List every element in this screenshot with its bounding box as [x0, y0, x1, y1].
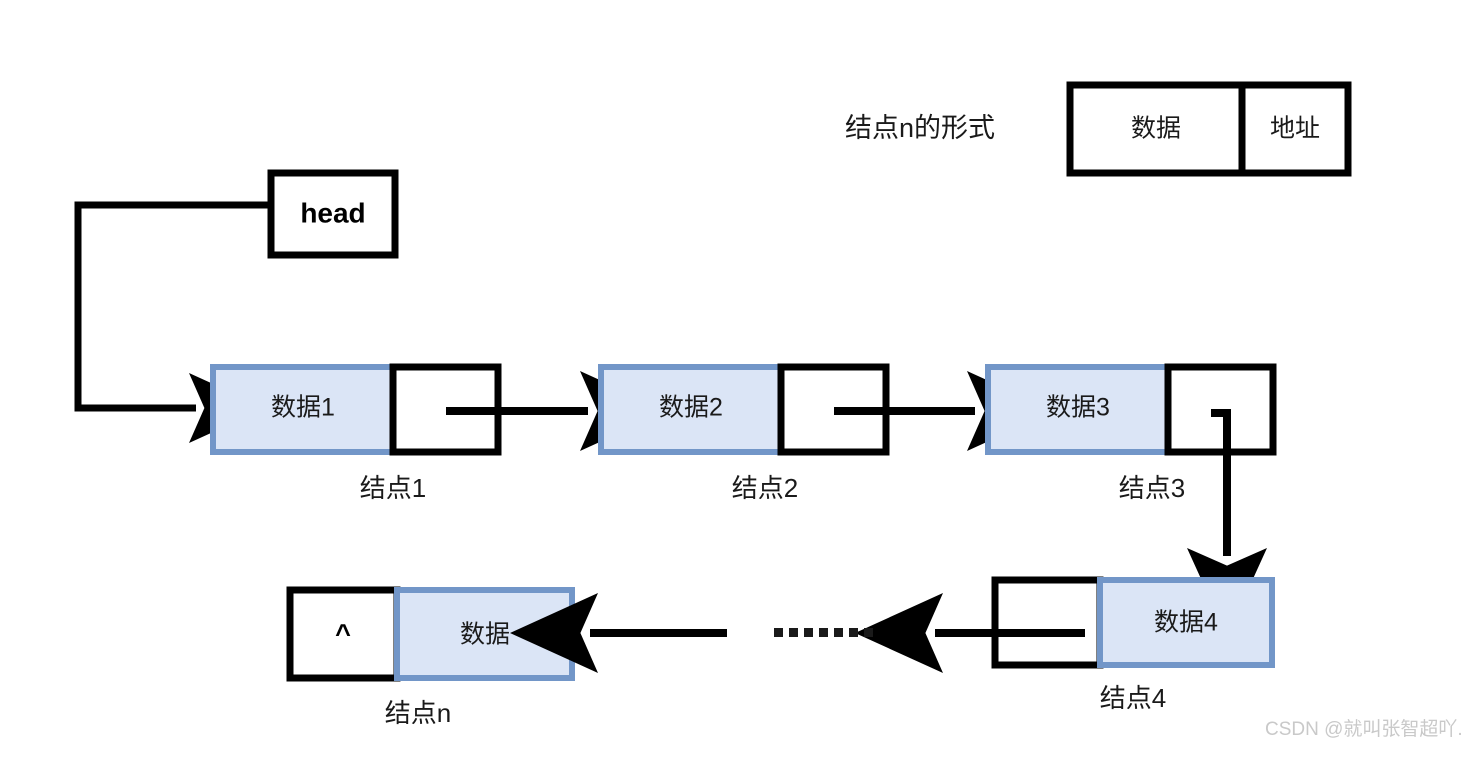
- ellipsis-dot: [849, 628, 858, 637]
- node3-to-node4-arrow: [1187, 409, 1267, 636]
- ellipsis-dot: [774, 628, 783, 637]
- legend-node-box: 数据 地址: [1066, 81, 1352, 177]
- node1-caption: 结点1: [360, 473, 426, 503]
- noden-group: ^ 数据 结点n: [286, 586, 727, 728]
- head-group: head: [74, 169, 399, 443]
- node3-data-label: 数据3: [1046, 394, 1110, 422]
- noden-null-marker: ^: [335, 619, 351, 649]
- legend-address-cell: [1238, 81, 1352, 177]
- node4-data-label: 数据4: [1154, 609, 1218, 637]
- ellipsis-dot: [804, 628, 813, 637]
- ellipsis-dot: [864, 628, 873, 637]
- csdn-watermark: CSDN @就叫张智超吖.: [1265, 718, 1463, 740]
- legend-title: 结点n的形式: [845, 113, 995, 143]
- legend-data-label: 数据: [1131, 115, 1181, 143]
- node1-data-label: 数据1: [271, 394, 335, 422]
- noden-data-label: 数据: [460, 621, 510, 649]
- legend-address-label: 地址: [1270, 115, 1320, 143]
- ellipsis-dot: [834, 628, 843, 637]
- ellipsis-dot: [819, 628, 828, 637]
- legend-data-cell: [1066, 81, 1246, 177]
- node2-data-cell: [598, 364, 784, 455]
- legend-group: 结点n的形式 数据 地址: [845, 81, 1352, 177]
- node3-caption: 结点3: [1119, 473, 1185, 503]
- ellipsis-dot: [789, 628, 798, 637]
- node4-data-cell: [1097, 577, 1275, 668]
- node4-pointer-cell: [991, 576, 1104, 669]
- noden-caption: 结点n: [385, 698, 451, 728]
- head-box: [267, 169, 399, 259]
- node1-group: 数据1 结点1: [210, 363, 668, 503]
- node2-data-label: 数据2: [659, 394, 723, 422]
- node4-caption: 结点4: [1100, 683, 1166, 713]
- head-to-node1-connector: [74, 201, 271, 443]
- node2-group: 数据2 结点2: [598, 363, 1055, 503]
- head-label: head: [300, 197, 365, 228]
- node4-group: 数据4 结点4: [855, 576, 1275, 713]
- node3-group: 数据3 结点3: [985, 363, 1277, 636]
- noden-pointer-cell: [286, 586, 401, 682]
- node2-caption: 结点2: [732, 473, 798, 503]
- ellipsis-group: [774, 628, 873, 637]
